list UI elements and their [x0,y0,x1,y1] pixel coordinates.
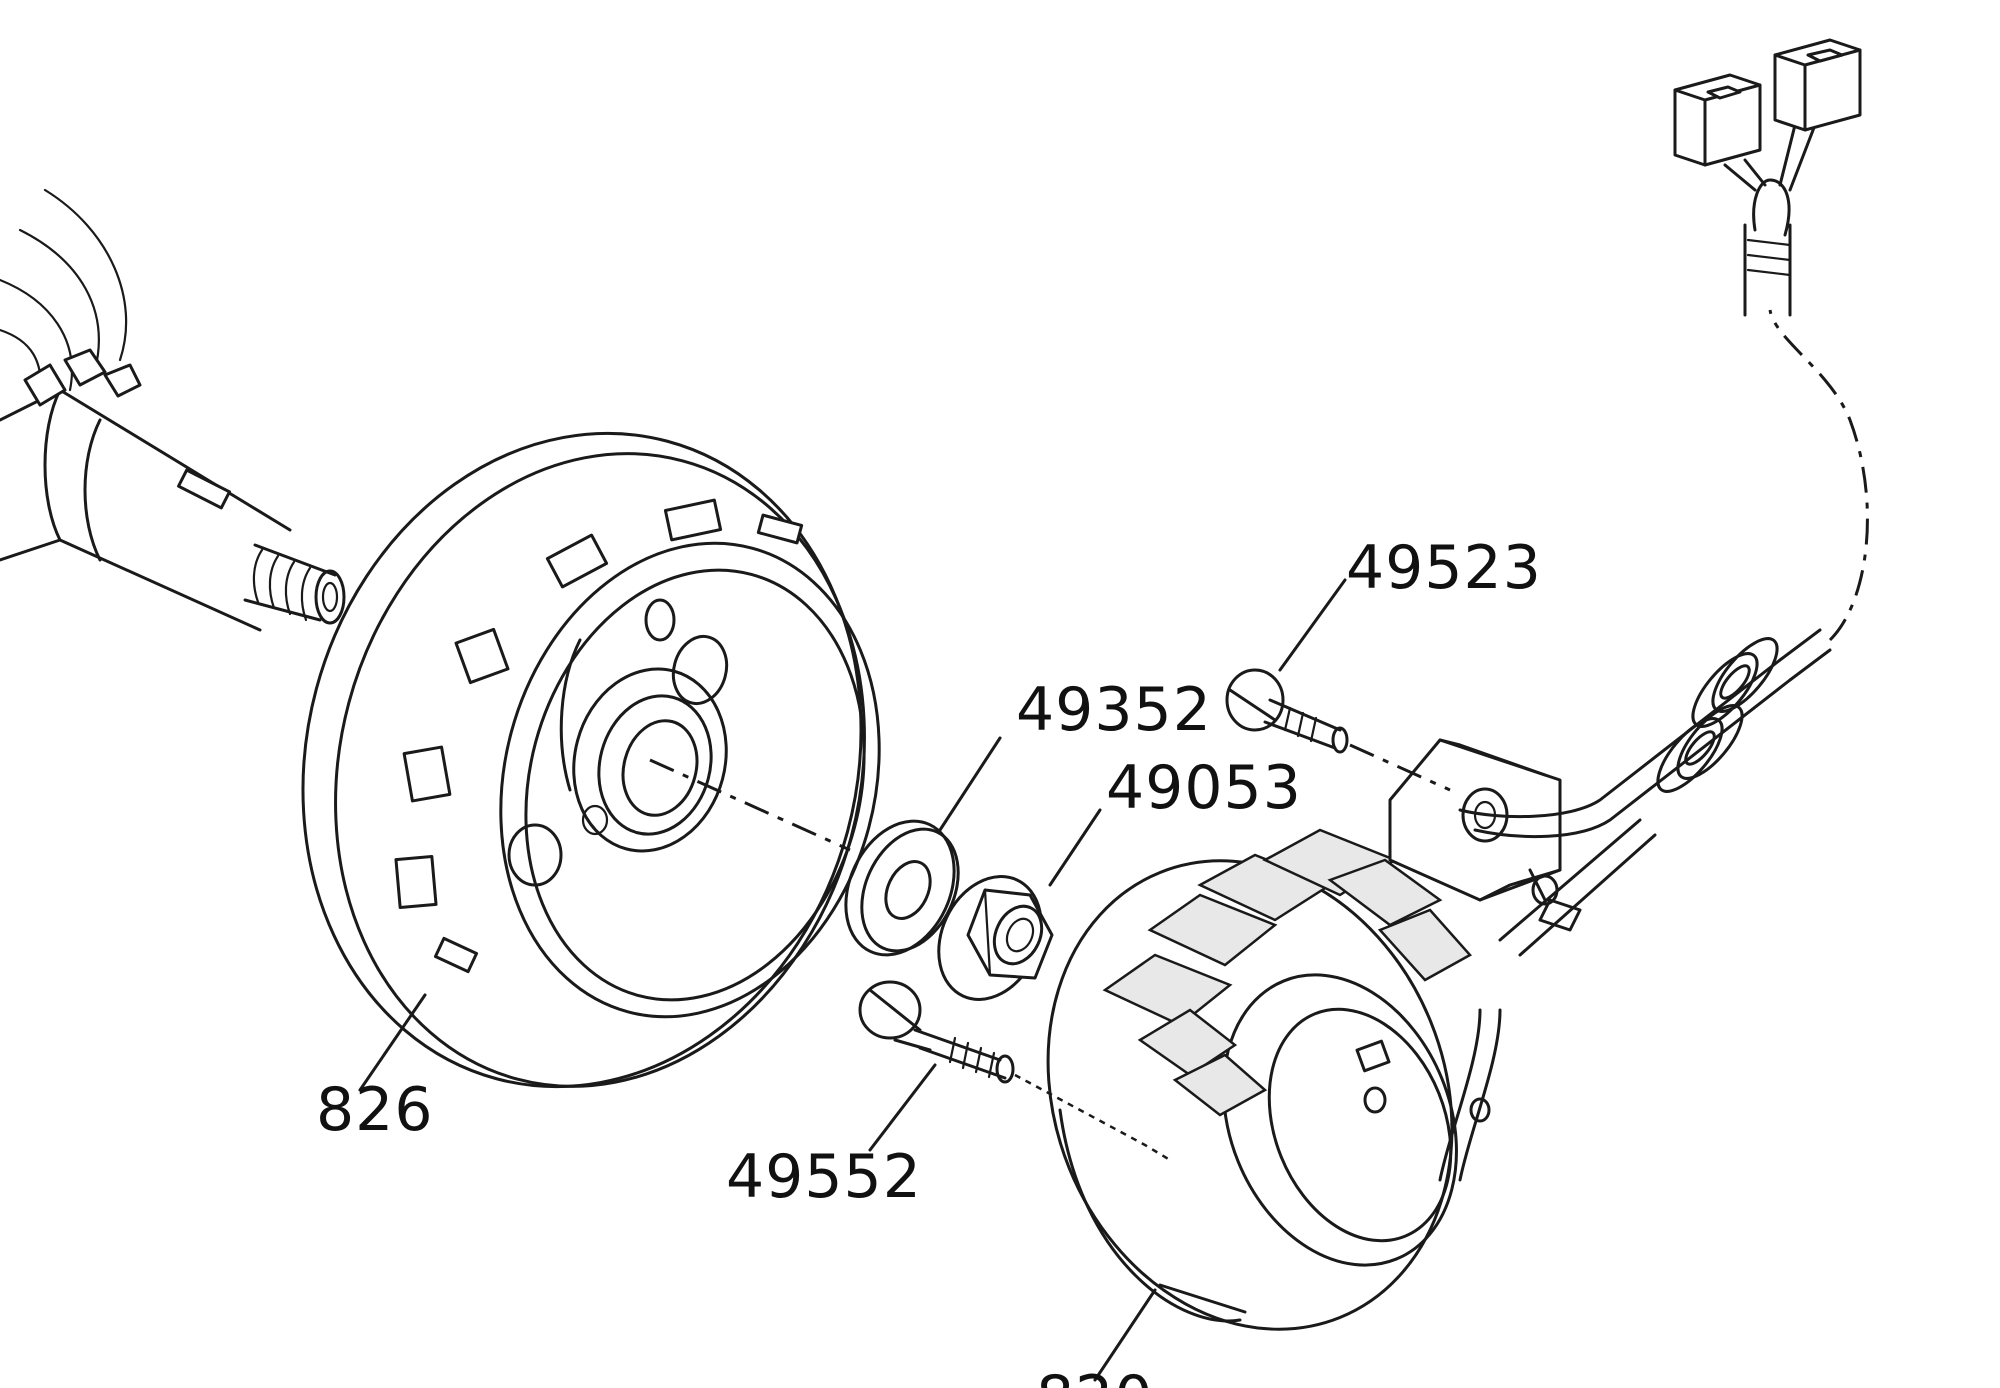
flywheel-rotor [301,431,881,1089]
leader-lines [358,578,1347,1382]
pickup-coil [1388,738,1562,906]
stator-bolt [858,980,1015,1084]
harness-grommets [1656,637,1779,793]
rotor-magnets [394,498,804,974]
flange-nut [937,875,1054,1001]
label-stator-bolt: 49552 [726,1142,922,1212]
wiring-harness [1438,123,1869,1182]
label-washer: 49352 [1016,675,1212,745]
center-axis-line [649,758,851,852]
leader-826 [358,993,427,1092]
leader-49523 [1278,578,1347,672]
crankshaft-thread [243,543,346,625]
crankshaft [0,188,346,632]
label-flange-nut: 49053 [1106,753,1302,823]
leader-820 [1093,1288,1157,1382]
stator-coil [1046,828,1491,1331]
rotor-hub [507,598,729,887]
label-flywheel-rotor: 826 [316,1075,434,1145]
label-pickup-bolt: 49523 [1346,533,1542,603]
leader-49053 [1048,808,1102,887]
pickup-bolt [1225,668,1349,754]
pickup-bolt-axis [1349,743,1451,792]
leader-49352 [938,736,1002,832]
stator-windings [1102,828,1472,1117]
wire-connectors [1673,38,1862,167]
leader-49552 [868,1063,937,1152]
stator-bolt-axis [1014,1073,1171,1162]
label-stator-coil: 820 [1036,1363,1154,1388]
